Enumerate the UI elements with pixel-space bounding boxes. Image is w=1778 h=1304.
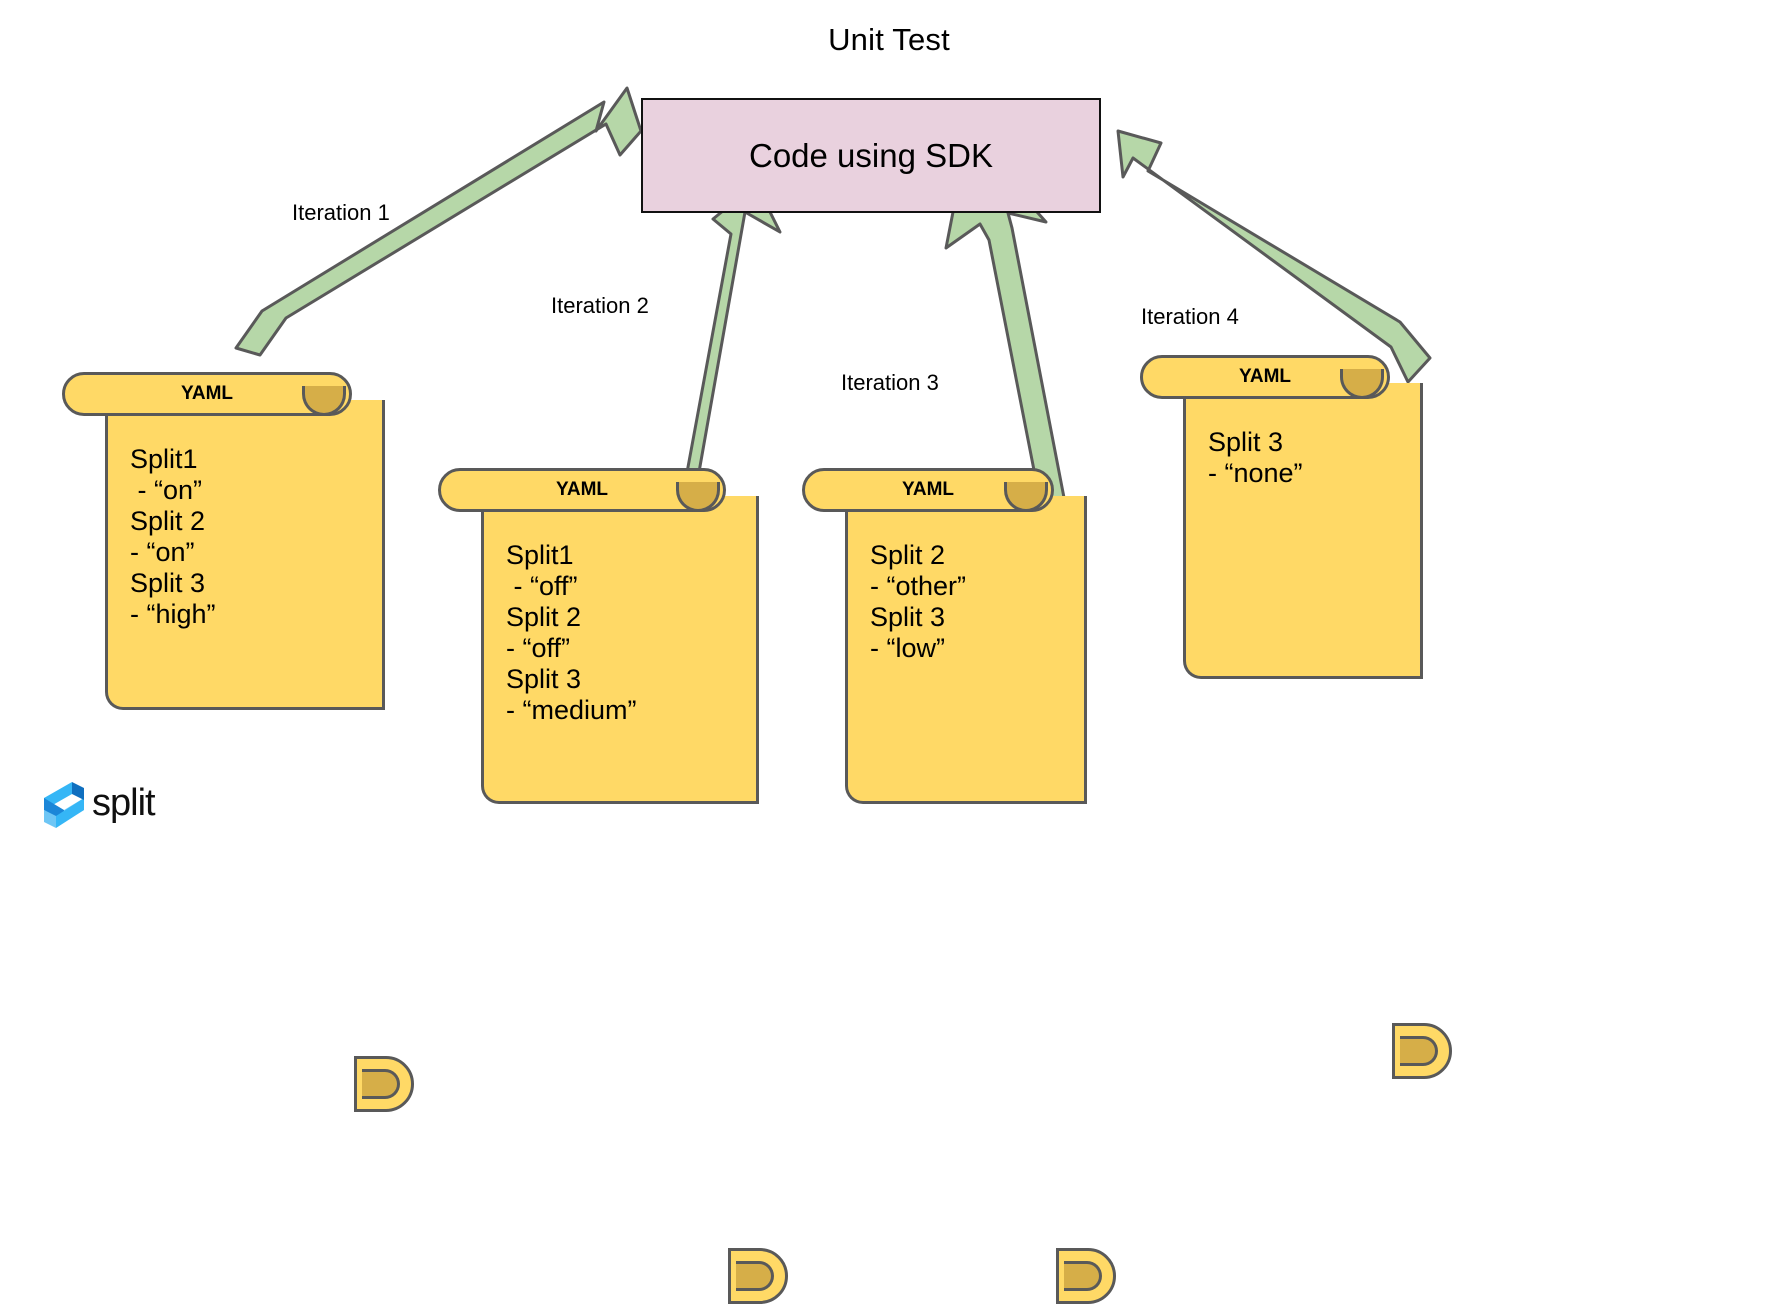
yaml-document-3[interactable]: YAML Split 2 - “other” Split 3 - “low” (802, 468, 1152, 1304)
yaml-document-1[interactable]: YAML Split1 - “on” Split 2 - “on” Split … (62, 372, 414, 1112)
scroll-body (845, 496, 1087, 804)
diagram-canvas: Unit Test Code using SDK Iteration 1 Ite… (34, 22, 1490, 1304)
split-logo-wordmark: split (92, 782, 156, 824)
scroll-bottom-curl-inner (1400, 1036, 1438, 1066)
code-using-sdk-label: Code using SDK (749, 136, 993, 174)
scroll-bottom-curl-inner (1064, 1261, 1102, 1291)
yaml-document-4[interactable]: YAML Split 3 - “none” (1140, 355, 1490, 1079)
arrow-iteration-2 (636, 182, 782, 510)
scroll-body (481, 496, 759, 804)
yaml-document-1-title: YAML (180, 383, 234, 404)
scroll-body (1183, 383, 1423, 679)
yaml-document-4-title: YAML (1238, 366, 1292, 387)
scroll-bottom-curl-inner (736, 1261, 774, 1291)
arrow-label-iteration-4: Iteration 4 (1141, 304, 1239, 329)
yaml-document-2[interactable]: YAML Split1 - “off” Split 2 - “off” Spli… (438, 468, 788, 1304)
arrow-label-iteration-1: Iteration 1 (292, 200, 390, 225)
code-using-sdk-node[interactable]: Code using SDK (641, 98, 1101, 213)
arrow-iteration-4 (1116, 129, 1432, 384)
yaml-document-2-title: YAML (555, 479, 609, 500)
yaml-document-3-title: YAML (901, 479, 955, 500)
page-title: Unit Test (828, 22, 950, 57)
yaml-document-2-content: Split1 - “off” Split 2 - “off” Split 3 -… (506, 540, 637, 725)
arrow-label-iteration-2: Iteration 2 (551, 293, 649, 318)
yaml-document-1-content: Split1 - “on” Split 2 - “on” Split 3 - “… (130, 444, 216, 629)
scroll-bottom-curl-inner (362, 1069, 400, 1099)
split-logo: split (34, 780, 184, 836)
yaml-document-4-content: Split 3 - “none” (1208, 427, 1303, 488)
split-logo-icon (44, 782, 84, 828)
arrow-label-iteration-3: Iteration 3 (841, 370, 939, 395)
yaml-document-3-content: Split 2 - “other” Split 3 - “low” (870, 540, 967, 663)
scroll-body (105, 400, 385, 710)
